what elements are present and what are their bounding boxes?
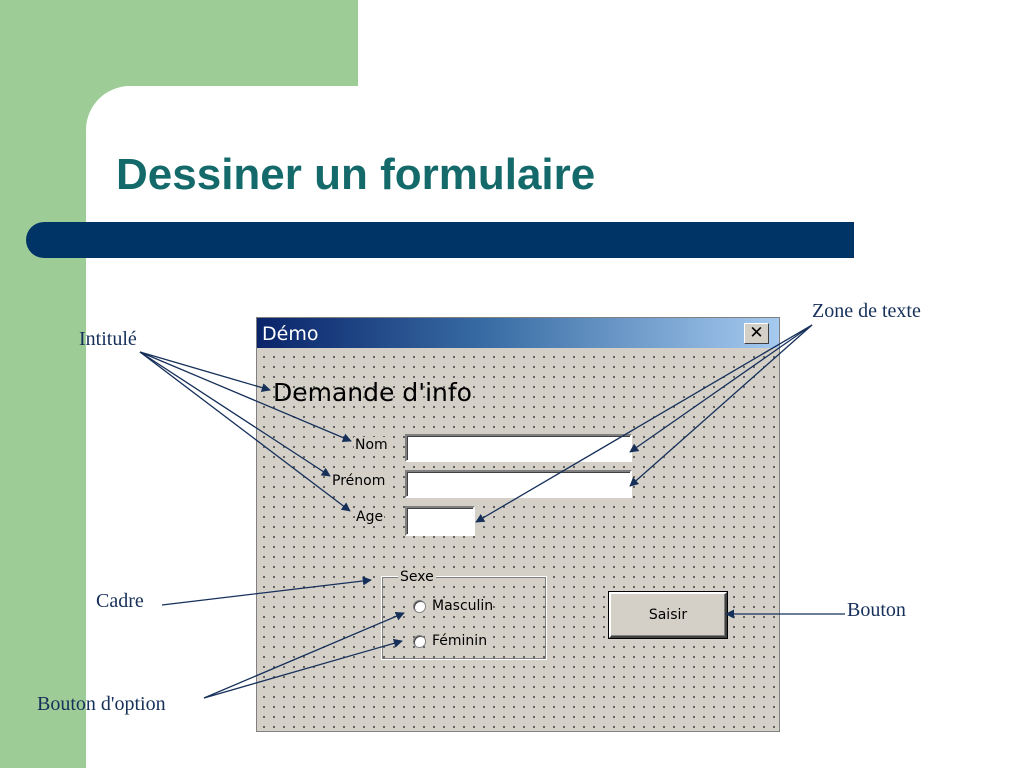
- form-window: Démo ✕ Demande d'info Nom Prénom Age Sex…: [256, 317, 780, 732]
- arrow-option-masculin: [203, 612, 405, 699]
- text-field-nom[interactable]: [405, 434, 632, 462]
- window-titlebar[interactable]: Démo ✕: [257, 318, 779, 348]
- arrow-zone-prenom: [629, 324, 813, 487]
- callout-bouton: Bouton: [847, 599, 906, 621]
- form-heading: Demande d'info: [273, 378, 472, 407]
- arrow-intitule-age: [139, 351, 351, 512]
- window-title: Démo: [262, 323, 319, 345]
- field-label-nom: Nom: [354, 437, 389, 453]
- arrow-zone-age: [475, 324, 813, 523]
- frame-label-sexe: Sexe: [398, 569, 436, 585]
- arrow-zone-nom: [629, 324, 813, 453]
- callout-intitule: Intitulé: [79, 328, 137, 350]
- radio-icon[interactable]: [413, 600, 426, 613]
- callout-zone-de-texte: Zone de texte: [812, 300, 921, 322]
- close-icon[interactable]: ✕: [744, 323, 769, 344]
- field-label-age: Age: [355, 509, 385, 525]
- form-design-area: Demande d'info Nom Prénom Age Sexe Mascu…: [257, 348, 779, 731]
- arrow-intitule-nom: [139, 351, 352, 443]
- frame-sexe: [381, 576, 547, 660]
- slide-title: Dessiner un formulaire: [116, 150, 596, 199]
- field-label-prenom: Prénom: [331, 473, 387, 489]
- arrow-intitule-prenom: [139, 351, 331, 477]
- arrow-option-feminin: [203, 638, 403, 699]
- arrow-cadre: [161, 576, 372, 606]
- option-label-feminin[interactable]: Féminin: [432, 633, 488, 649]
- saisir-button[interactable]: Saisir: [609, 592, 727, 638]
- arrow-intitule-heading: [139, 351, 271, 393]
- option-label-masculin[interactable]: Masculin: [432, 598, 494, 614]
- title-underline-bar: [26, 222, 854, 258]
- callout-cadre: Cadre: [96, 590, 144, 612]
- radio-icon[interactable]: [413, 635, 426, 648]
- text-field-age[interactable]: [405, 506, 475, 536]
- callout-bouton-option: Bouton d'option: [37, 693, 166, 715]
